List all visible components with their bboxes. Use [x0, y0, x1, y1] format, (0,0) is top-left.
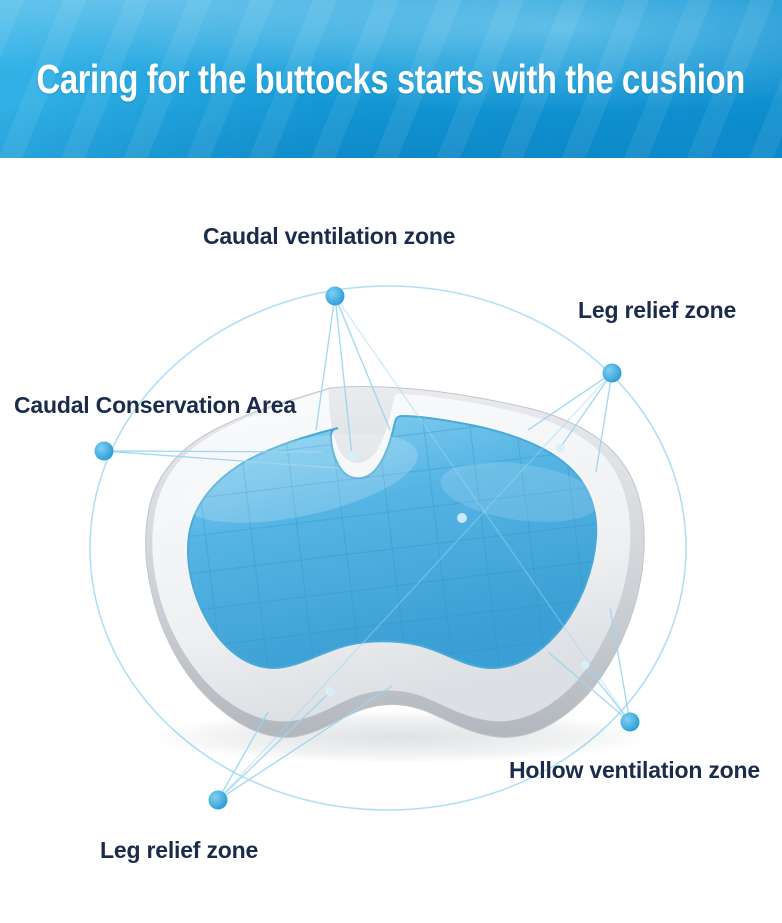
callout-dot-hollow-ventilation: [620, 712, 640, 732]
gel-highlight-right: [440, 462, 600, 522]
cushion-shadow: [148, 711, 652, 763]
orbit-ellipse: [89, 285, 687, 811]
label-caudal-ventilation-zone: Caudal ventilation zone: [203, 223, 456, 249]
callout-dot-leg-relief-bottom: [208, 790, 228, 810]
label-leg-relief-zone-top: Leg relief zone: [578, 297, 737, 323]
anchor-dots: [325, 443, 590, 697]
cushion: [145, 386, 652, 763]
label-leg-relief-zone-bottom: Leg relief zone: [100, 837, 259, 863]
anchor-dot: [457, 513, 467, 523]
gel-highlight: [182, 433, 418, 523]
callout-dots: [94, 286, 640, 810]
connector-lines: [103, 295, 631, 801]
banner: Caring for the buttocks starts with the …: [0, 0, 782, 158]
anchor-dot: [347, 451, 357, 461]
anchor-dot: [580, 660, 590, 670]
label-hollow-ventilation-zone: Hollow ventilation zone: [509, 757, 760, 783]
callout-dot-caudal-conservation: [94, 441, 114, 461]
anchor-dot: [325, 687, 335, 697]
label-caudal-conservation-area: Caudal Conservation Area: [14, 392, 296, 418]
callout-dot-leg-relief-top: [602, 363, 622, 383]
gel-grid-overlay: [188, 416, 597, 669]
callout-dot-caudal-ventilation: [325, 286, 345, 306]
banner-title: Caring for the buttocks starts with the …: [36, 55, 746, 102]
anchor-dot: [555, 443, 565, 453]
